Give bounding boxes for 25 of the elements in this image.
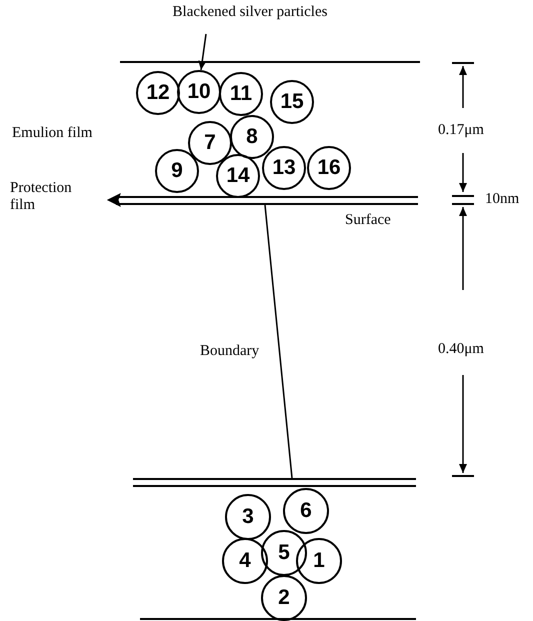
layer-label: Emulion film: [12, 125, 92, 142]
dimension-label: 0.17μm: [438, 122, 484, 139]
layer-label: Boundary: [200, 343, 260, 360]
particle-circle: 3: [225, 494, 271, 540]
particle-circle: 4: [222, 538, 268, 584]
particle-circle: 6: [283, 488, 329, 534]
particle-circle: 15: [270, 80, 314, 124]
particle-circle: 5: [261, 530, 307, 576]
layer-label: Protection film: [10, 180, 70, 214]
leader-line: [198, 34, 207, 70]
particle-circle: 12: [136, 71, 180, 115]
particle-circle: 7: [188, 121, 232, 165]
callout-label: Blackened silver particles: [125, 4, 375, 21]
particle-circle: 14: [216, 154, 260, 198]
particle-circle: 2: [261, 575, 307, 621]
dimension-label: 10nm: [485, 191, 520, 208]
particle-circle: 8: [230, 115, 274, 159]
particle-circle: 11: [219, 72, 263, 116]
particle-circle: 10: [177, 70, 221, 114]
particle-circle: 9: [155, 149, 199, 193]
particle-circle: 1: [296, 538, 342, 584]
particle-circle: 16: [307, 146, 351, 190]
layer-label: Surface: [345, 212, 391, 229]
particle-circle: 13: [262, 146, 306, 190]
dimension-label: 0.40μm: [438, 341, 484, 358]
